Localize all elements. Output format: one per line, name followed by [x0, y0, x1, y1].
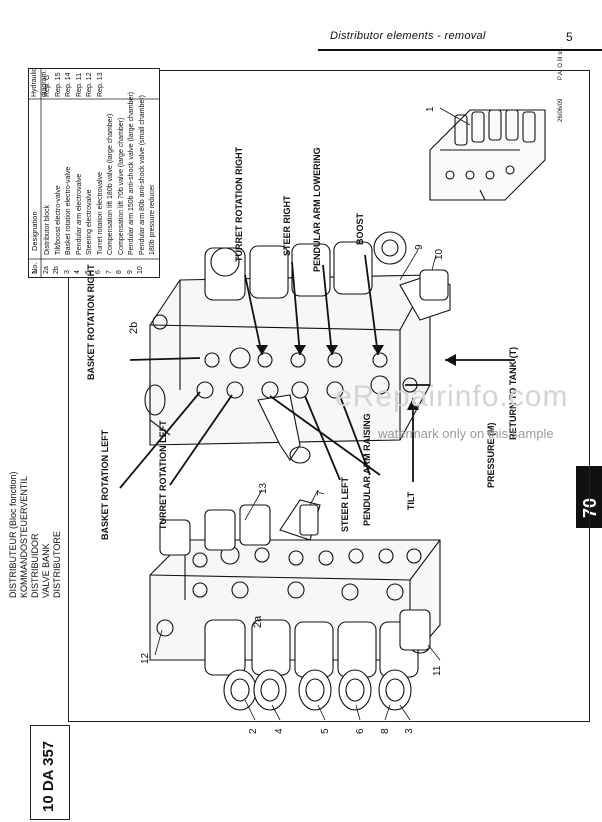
item-number-4: 4 [274, 728, 285, 734]
page-number: 5 [566, 30, 573, 44]
item-number-2: 2 [248, 728, 259, 734]
item-number-10: 10 [434, 248, 445, 260]
item-number-6: 6 [355, 728, 366, 734]
item-number-11: 11 [432, 665, 443, 676]
callout-boost: BOOST [355, 212, 365, 245]
item-number-2b: 2b [128, 321, 140, 334]
callout-turret-rotation-left: TURRET ROTATION LEFT [158, 420, 168, 530]
doc-id-box: 10 DA 357 [30, 725, 70, 820]
item-number-5: 5 [320, 728, 331, 734]
watermark-note: watermark only on this sample [378, 426, 554, 441]
legend-grid [29, 69, 159, 277]
overview-valve-block [429, 109, 546, 201]
page-header-title: Distributor elements - removal [330, 30, 486, 42]
callout-steer-left: STEER LEFT [340, 476, 350, 532]
item-number-3: 3 [404, 728, 415, 734]
callout-tilt: TILT [406, 491, 416, 511]
item-number-13: 13 [258, 482, 269, 494]
callout-steer-right: STEER RIGHT [282, 195, 292, 256]
upper-valve-block [144, 231, 451, 464]
item-number-9: 9 [414, 244, 425, 250]
item-number-7: 7 [316, 490, 327, 496]
callout-arrows [119, 254, 515, 489]
callout-pendular-arm-lowering: PENDULAR ARM LOWERING [312, 147, 322, 272]
callout-turret-rotation-right: TURRET ROTATION RIGHT [234, 146, 244, 262]
callout-pendular-arm-raising: PENDULAR ARM RAISING [362, 413, 372, 526]
header-rule [318, 49, 602, 51]
item-number-8: 8 [380, 728, 391, 734]
item-number-1: 1 [425, 106, 436, 112]
callout-basket-rotation-left: BASKET ROTATION LEFT [100, 429, 110, 540]
drawing-frame [68, 70, 590, 722]
item-number-12: 12 [140, 652, 151, 664]
callout-basket-rotation-right: BASKET ROTATION RIGHT [86, 264, 96, 380]
watermark-site: eRepairinfo.com [335, 380, 569, 413]
lower-valve-block [149, 499, 441, 711]
item-number-2a: 2a [252, 615, 264, 628]
